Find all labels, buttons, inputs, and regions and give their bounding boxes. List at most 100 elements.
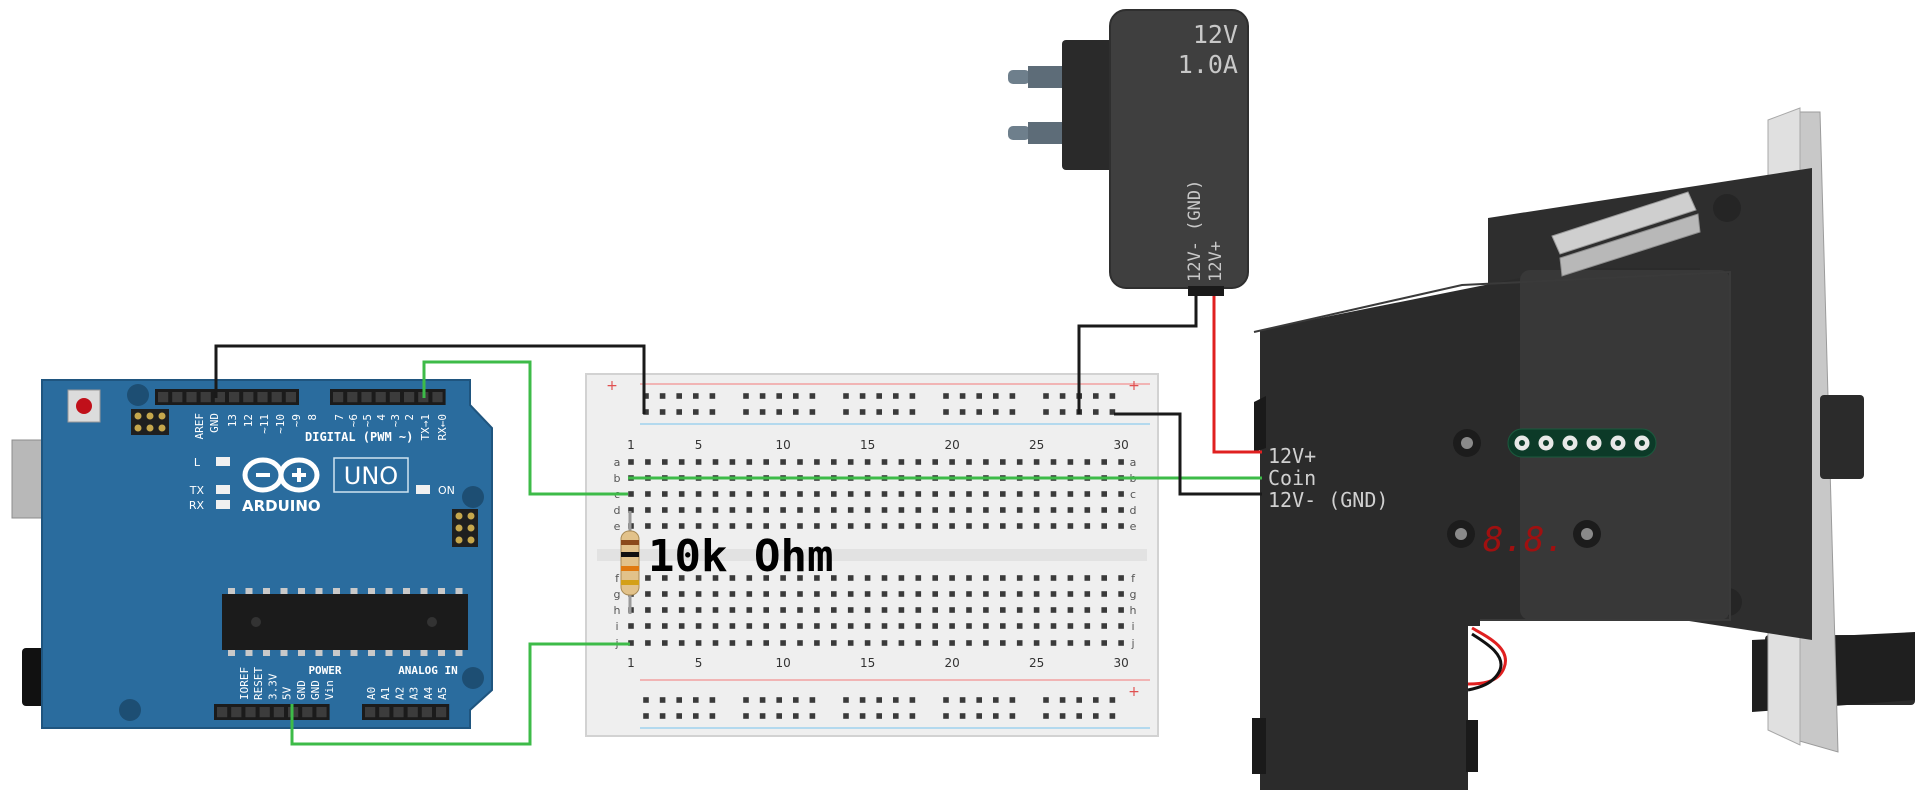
rail-hole[interactable] [1009,713,1016,719]
breadboard-hole[interactable] [645,575,651,581]
rail-hole[interactable] [876,713,882,719]
breadboard-hole[interactable] [729,607,736,613]
rail-hole[interactable] [709,713,716,719]
breadboard-hole[interactable] [1084,575,1091,581]
rail-hole[interactable] [1109,697,1116,703]
breadboard-hole[interactable] [898,575,905,581]
breadboard-hole[interactable] [780,575,786,581]
breadboard-hole[interactable] [695,640,702,646]
breadboard-hole[interactable] [831,623,837,629]
breadboard-hole[interactable] [814,507,820,513]
breadboard-hole[interactable] [983,607,989,613]
rail-hole[interactable] [893,697,899,703]
breadboard-hole[interactable] [881,591,888,597]
breadboard-hole[interactable] [1067,575,1074,581]
breadboard-hole[interactable] [662,507,668,513]
breadboard-hole[interactable] [763,623,769,629]
breadboard-hole[interactable] [763,607,769,613]
breadboard-hole[interactable] [695,491,702,497]
breadboard-hole[interactable] [949,640,955,646]
breadboard-hole[interactable] [746,591,753,597]
header-socket[interactable] [273,707,284,718]
breadboard-hole[interactable] [983,507,989,513]
breadboard-hole[interactable] [678,607,685,613]
rail-hole[interactable] [1043,393,1049,399]
programming-header[interactable] [1507,428,1657,458]
breadboard-hole[interactable] [1033,507,1040,513]
breadboard-hole[interactable] [662,575,668,581]
header-socket[interactable] [436,707,447,718]
header-socket[interactable] [393,707,404,718]
breadboard-hole[interactable] [1067,523,1074,529]
rail-hole[interactable] [1043,713,1049,719]
breadboard-hole[interactable] [1118,640,1124,646]
breadboard-hole[interactable] [712,507,719,513]
breadboard-hole[interactable] [746,607,753,613]
breadboard-hole[interactable] [780,607,786,613]
breadboard-hole[interactable] [746,507,753,513]
breadboard-hole[interactable] [966,640,972,646]
rail-hole[interactable] [759,713,766,719]
breadboard-hole[interactable] [797,607,803,613]
breadboard-hole[interactable] [1000,623,1006,629]
breadboard-hole[interactable] [780,623,786,629]
breadboard-hole[interactable] [729,575,736,581]
breadboard-hole[interactable] [1084,491,1091,497]
rail-hole[interactable] [759,393,766,399]
breadboard-hole[interactable] [662,623,668,629]
breadboard-hole[interactable] [983,523,989,529]
breadboard-hole[interactable] [1033,523,1040,529]
breadboard-hole[interactable] [797,459,803,465]
setting-button-cap[interactable] [1455,528,1467,540]
breadboard-hole[interactable] [1016,575,1023,581]
breadboard-hole[interactable] [1000,575,1006,581]
rail-hole[interactable] [876,697,882,703]
rail-hole[interactable] [976,409,982,415]
breadboard-hole[interactable] [831,459,837,465]
breadboard-hole[interactable] [1084,623,1091,629]
breadboard-hole[interactable] [949,623,955,629]
breadboard-hole[interactable] [645,640,651,646]
rail-hole[interactable] [693,409,699,415]
rail-hole[interactable] [843,713,849,719]
rail-hole[interactable] [976,713,982,719]
rail-hole[interactable] [859,409,866,415]
breadboard-hole[interactable] [695,623,702,629]
breadboard-hole[interactable] [645,459,651,465]
breadboard-hole[interactable] [881,623,888,629]
breadboard-hole[interactable] [881,607,888,613]
breadboard-hole[interactable] [881,459,888,465]
breadboard-hole[interactable] [1050,640,1057,646]
header-socket[interactable] [347,392,358,403]
breadboard-hole[interactable] [763,491,769,497]
rail-hole[interactable] [843,409,849,415]
breadboard-hole[interactable] [797,575,803,581]
breadboard-hole[interactable] [966,523,972,529]
header-socket[interactable] [186,392,197,403]
breadboard-hole[interactable] [712,591,719,597]
breadboard-hole[interactable] [1016,491,1023,497]
rail-hole[interactable] [809,697,816,703]
breadboard-hole[interactable] [881,491,888,497]
breadboard-hole[interactable] [1101,575,1107,581]
breadboard-hole[interactable] [678,491,685,497]
breadboard-hole[interactable] [1033,607,1040,613]
breadboard-hole[interactable] [797,523,803,529]
breadboard-hole[interactable] [831,491,837,497]
breadboard-hole[interactable] [966,459,972,465]
rail-hole[interactable] [759,409,766,415]
breadboard-hole[interactable] [1050,607,1057,613]
breadboard-hole[interactable] [814,591,820,597]
breadboard-hole[interactable] [1118,523,1124,529]
header-socket[interactable] [158,392,169,403]
breadboard-hole[interactable] [763,459,769,465]
breadboard-hole[interactable] [1067,459,1074,465]
breadboard-hole[interactable] [864,523,871,529]
rail-hole[interactable] [659,697,666,703]
breadboard-hole[interactable] [1118,459,1124,465]
breadboard-hole[interactable] [966,607,972,613]
breadboard-hole[interactable] [1067,640,1074,646]
rail-hole[interactable] [876,393,882,399]
breadboard-hole[interactable] [729,491,736,497]
breadboard-hole[interactable] [814,491,820,497]
